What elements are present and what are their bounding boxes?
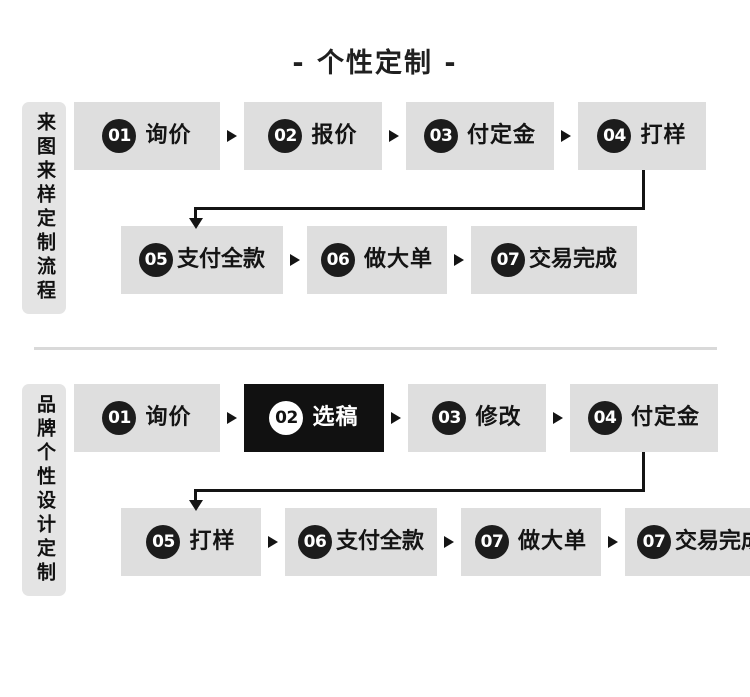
triangle-right-icon bbox=[601, 536, 625, 549]
triangle-right-glyph bbox=[227, 130, 237, 143]
step-label: 支付全款 bbox=[335, 529, 424, 555]
step-label: 付定金 bbox=[630, 405, 700, 431]
triangle-right-icon bbox=[382, 130, 406, 143]
step-box-03-default[interactable]: 03 付定金 bbox=[406, 102, 554, 171]
section-side-tab: 品牌个性设计定制 bbox=[22, 384, 66, 597]
step-number-badge: 04 bbox=[597, 119, 632, 154]
flow-row-1: 01 询价 02 选稿 03 修改 04 付定金 bbox=[74, 384, 750, 453]
triangle-right-glyph bbox=[389, 130, 399, 143]
connector-vertical-right bbox=[642, 170, 645, 211]
step-number-badge: 02 bbox=[268, 119, 303, 154]
triangle-right-glyph bbox=[608, 536, 618, 549]
step-number-badge: 01 bbox=[102, 401, 137, 436]
triangle-right-icon bbox=[261, 536, 285, 549]
step-box-01-default[interactable]: 01 询价 bbox=[74, 384, 220, 453]
step-box-03-default[interactable]: 03 修改 bbox=[408, 384, 546, 453]
elbow-arrow-down-icon bbox=[82, 452, 750, 512]
step-number-badge: 06 bbox=[321, 243, 355, 278]
triangle-right-icon bbox=[283, 254, 307, 267]
step-number-badge: 06 bbox=[297, 525, 332, 560]
step-label: 做大单 bbox=[364, 247, 434, 273]
step-label: 付定金 bbox=[466, 123, 536, 149]
step-box-07-default[interactable]: 07 做大单 bbox=[461, 508, 601, 577]
step-number-badge: 07 bbox=[636, 525, 671, 560]
section-side-tab: 来图来样定制流程 bbox=[22, 102, 66, 315]
step-box-04-default[interactable]: 04 打样 bbox=[578, 102, 706, 171]
connector-vertical-left bbox=[194, 207, 197, 220]
section-divider bbox=[0, 314, 750, 384]
connector-horizontal bbox=[194, 489, 645, 493]
step-box-02-default[interactable]: 02 报价 bbox=[244, 102, 382, 171]
triangle-right-glyph bbox=[561, 130, 571, 143]
flow-column: 01询价02选稿03修改04付定金05打样06支付全款07做大单07交易完成 bbox=[66, 384, 750, 596]
step-number-badge: 03 bbox=[432, 401, 467, 436]
connector-horizontal bbox=[194, 207, 645, 211]
step-number-badge: 05 bbox=[138, 243, 173, 278]
triangle-right-icon bbox=[554, 130, 578, 143]
connector-arrowhead bbox=[189, 218, 203, 230]
step-box-04-default[interactable]: 04 付定金 bbox=[570, 384, 718, 453]
step-box-02-active[interactable]: 02 选稿 bbox=[244, 384, 384, 453]
section-side-tab-label: 来图来样定制流程 bbox=[33, 112, 56, 305]
step-label: 选稿 bbox=[312, 405, 359, 431]
triangle-right-icon bbox=[220, 412, 244, 425]
step-label: 打样 bbox=[189, 529, 236, 555]
step-box-06-default[interactable]: 06 做大单 bbox=[307, 226, 447, 295]
divider-line bbox=[33, 347, 717, 351]
step-label: 报价 bbox=[311, 123, 358, 149]
triangle-right-icon bbox=[447, 254, 471, 267]
elbow-arrow-down-icon bbox=[82, 170, 750, 230]
flow-row-2: 05打样06支付全款07做大单07交易完成 bbox=[74, 508, 750, 577]
connector-arrowhead bbox=[189, 500, 203, 512]
triangle-right-glyph bbox=[227, 412, 237, 425]
step-number-badge: 01 bbox=[102, 119, 137, 154]
page-title: - 个性定制 - bbox=[292, 48, 458, 80]
triangle-right-icon bbox=[546, 412, 570, 425]
step-label: 支付全款 bbox=[176, 247, 265, 273]
step-number-badge: 04 bbox=[587, 401, 622, 436]
step-number-badge: 07 bbox=[490, 243, 525, 278]
step-label: 交易完成 bbox=[528, 247, 617, 273]
step-box-01-default[interactable]: 01 询价 bbox=[74, 102, 220, 171]
connector-vertical-right bbox=[642, 452, 645, 493]
step-number-badge: 03 bbox=[423, 119, 458, 154]
step-label: 交易完成 bbox=[674, 529, 750, 555]
triangle-right-icon bbox=[437, 536, 461, 549]
step-box-05-default[interactable]: 05 打样 bbox=[121, 508, 261, 577]
triangle-right-glyph bbox=[444, 536, 454, 549]
triangle-right-glyph bbox=[268, 536, 278, 549]
triangle-right-glyph bbox=[290, 254, 300, 267]
triangle-right-glyph bbox=[454, 254, 464, 267]
triangle-right-glyph bbox=[391, 412, 401, 425]
step-label: 做大单 bbox=[518, 529, 588, 555]
triangle-right-icon bbox=[384, 412, 408, 425]
triangle-right-icon bbox=[220, 130, 244, 143]
step-label: 询价 bbox=[145, 123, 192, 149]
step-label: 修改 bbox=[475, 405, 522, 431]
flow-row-1: 01 询价 02 报价 03 付定金 04 打样 bbox=[74, 102, 750, 171]
triangle-right-glyph bbox=[553, 412, 563, 425]
step-label: 打样 bbox=[640, 123, 687, 149]
step-number-badge: 02 bbox=[269, 401, 304, 436]
connector-vertical-left bbox=[194, 489, 197, 502]
step-label: 询价 bbox=[145, 405, 192, 431]
step-number-badge: 07 bbox=[475, 525, 509, 560]
step-number-badge: 05 bbox=[146, 525, 181, 560]
section-side-tab-label: 品牌个性设计定制 bbox=[33, 394, 56, 587]
